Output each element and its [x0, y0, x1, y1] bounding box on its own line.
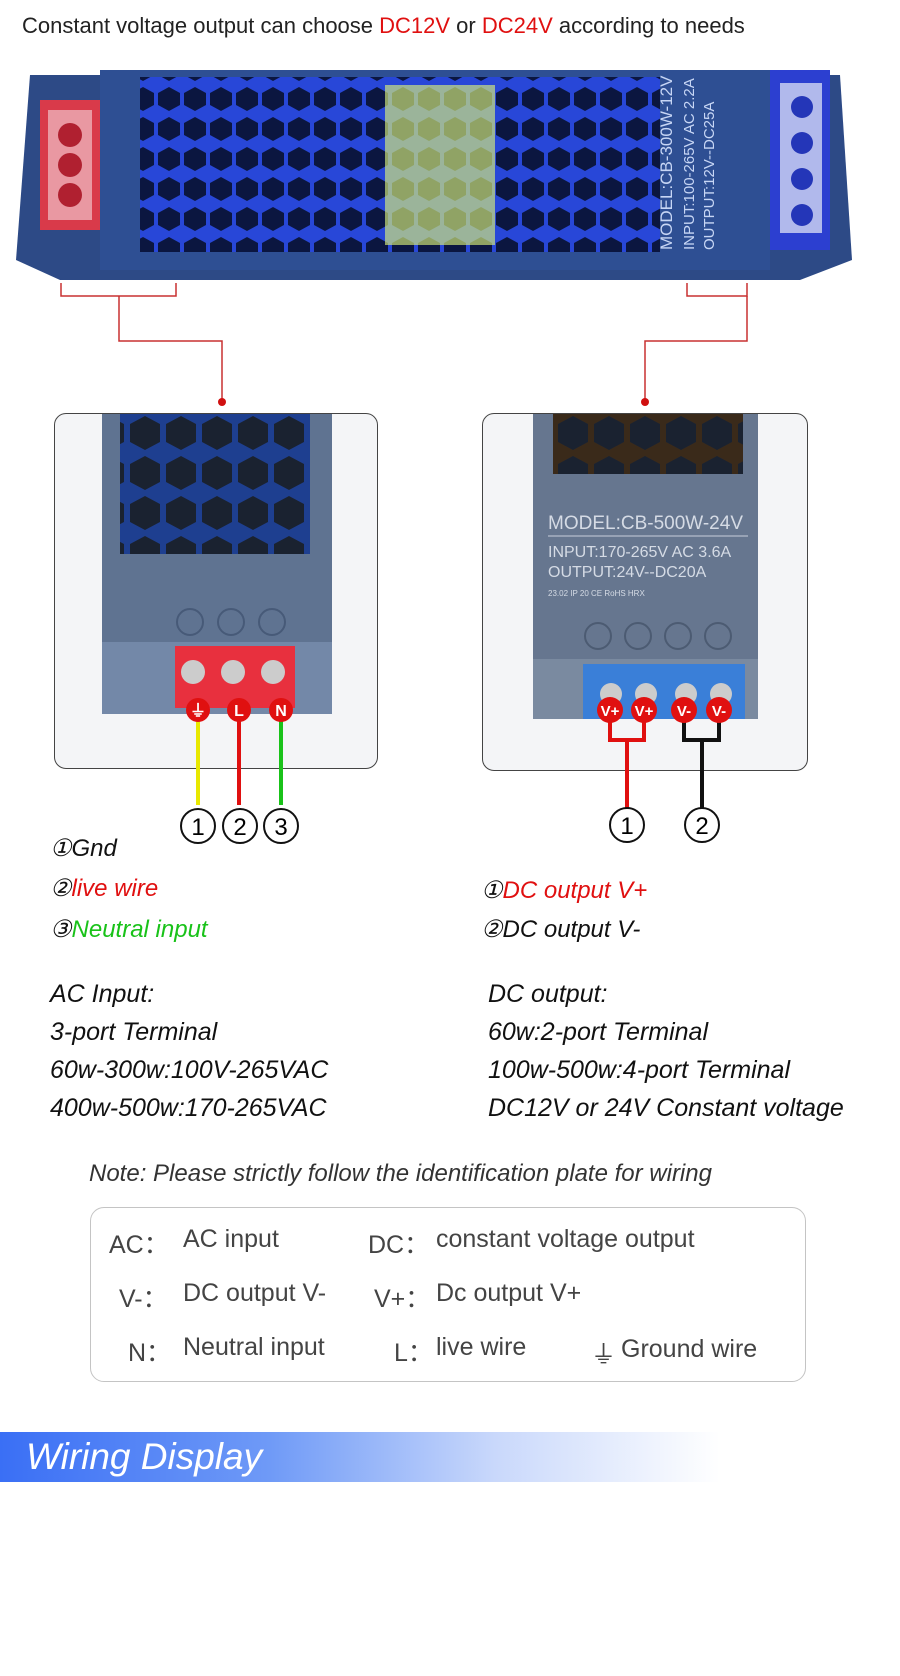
legend-value: DC output V- [183, 1279, 327, 1307]
svg-text:V+: V+ [601, 703, 620, 720]
svg-text:1: 1 [191, 814, 204, 841]
option-dc12v: DC12V [379, 13, 451, 38]
ac-spec-line: 3-port Terminal [50, 1018, 218, 1046]
headline-suffix: according to needs [552, 13, 745, 38]
legend-key: AC： [109, 1231, 169, 1259]
legend-key: N： [128, 1339, 172, 1367]
ac-spec-title: AC Input: [50, 980, 155, 1008]
terminal-label-n: N [269, 698, 293, 722]
ac-spec: AC Input: 3-port Terminal 60w-300w:100V-… [50, 975, 328, 1127]
dc-wiring-diagram: V+ V+ V- V- 1 2 [597, 697, 732, 843]
dc-spec: DC output: 60w:2-port Terminal 100w-500w… [488, 975, 844, 1127]
dc-marks: 23.02 IP 20 CE RoHS HRX [548, 589, 645, 598]
svg-text:V-: V- [712, 703, 726, 720]
headline-text: Constant voltage output can choose [22, 13, 380, 38]
product-output: OUTPUT:12V--DC25A [701, 102, 718, 250]
section-banner: Wiring Display [0, 1432, 900, 1482]
dc-spec-title: DC output: [488, 980, 608, 1008]
svg-text:2: 2 [695, 813, 708, 840]
legend-value: live wire [436, 1333, 527, 1361]
legend-value: Neutral input [183, 1333, 325, 1361]
dc-model: MODEL:CB-500W-24V [548, 513, 743, 534]
circled-number-2: 2 [684, 807, 720, 843]
section-title: Wiring Display [26, 1436, 263, 1477]
circled-number-1: 1 [609, 807, 645, 843]
list-item-gnd: ①Gnd [50, 835, 117, 862]
circled-number-2: 2 [222, 808, 258, 844]
terminal-label-vminus-2: V- [706, 697, 732, 723]
option-dc24v: DC24V [481, 13, 553, 38]
terminal-label-ground: ⏚ [186, 698, 210, 722]
svg-text:2: 2 [233, 814, 246, 841]
legend-key: L： [394, 1339, 433, 1367]
svg-text:L: L [234, 703, 244, 720]
svg-text:N: N [275, 703, 287, 720]
terminal-label-vplus-1: V+ [597, 697, 623, 723]
legend-value: Dc output V+ [436, 1279, 582, 1307]
dc-output: OUTPUT:24V--DC20A [548, 564, 707, 581]
svg-text:V+: V+ [635, 703, 654, 720]
svg-text:3: 3 [274, 814, 287, 841]
ac-spec-line: 60w-300w:100V-265VAC [50, 1056, 329, 1084]
product-input: INPUT:100-265V AC 2.2A [681, 78, 698, 250]
legend-value: constant voltage output [436, 1225, 695, 1253]
ac-spec-line: 400w-500w:170-265VAC [50, 1094, 327, 1122]
circled-number-3: 3 [263, 808, 299, 844]
ground-icon: ⏚ [591, 1341, 617, 1369]
list-item-vplus: ①DC output V+ [481, 877, 648, 904]
terminal-label-vplus-2: V+ [631, 697, 657, 723]
list-item-vminus: ②DC output V- [481, 916, 641, 943]
legend-key: DC： [368, 1231, 430, 1259]
headline: Constant voltage output can choose DC12V… [22, 13, 745, 39]
dc-spec-line: 60w:2-port Terminal [488, 1018, 709, 1046]
dc-spec-line: DC12V or 24V Constant voltage [488, 1094, 844, 1122]
wiring-note: Note: Please strictly follow the identif… [89, 1160, 712, 1187]
legend-key: V+： [374, 1285, 431, 1313]
terminal-label-l: L [227, 698, 251, 722]
list-item-neutral: ③Neutral input [50, 916, 208, 943]
ac-terminal-closeup [54, 413, 378, 769]
legend-key: V-： [119, 1285, 168, 1313]
legend-box: AC： AC input DC： constant voltage output… [90, 1207, 806, 1382]
legend-value: AC input [183, 1225, 279, 1253]
svg-text:V-: V- [677, 703, 691, 720]
list-item-live: ②live wire [50, 875, 159, 902]
dc-spec-line: 100w-500w:4-port Terminal [488, 1056, 791, 1084]
product-model: MODEL:CB-300W-12V [657, 75, 676, 250]
svg-text:1: 1 [620, 813, 633, 840]
terminal-label-vminus-1: V- [671, 697, 697, 723]
dc-input: INPUT:170-265V AC 3.6A [548, 544, 732, 561]
power-supply-photo: MODEL:CB-300W-12V INPUT:100-265V AC 2.2A… [16, 70, 852, 406]
headline-or: or [450, 13, 482, 38]
svg-text:⏚: ⏚ [190, 702, 206, 720]
legend-value: Ground wire [621, 1335, 758, 1363]
ac-wiring-diagram: ⏚ L N 1 2 3 [180, 698, 299, 844]
circled-number-1: 1 [180, 808, 216, 844]
